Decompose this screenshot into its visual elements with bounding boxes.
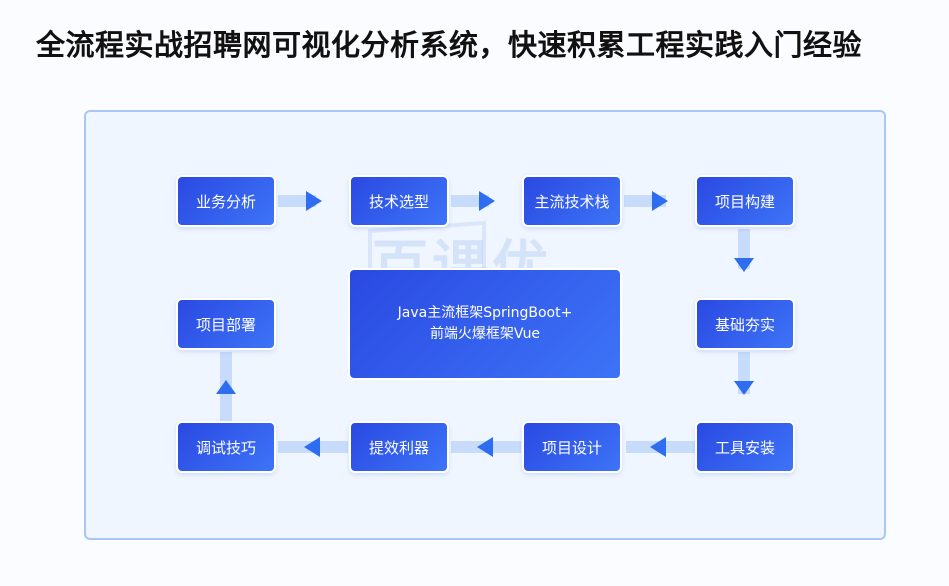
arrow-left-2 bbox=[451, 437, 521, 457]
center-line-2: 前端火爆框架Vue bbox=[429, 326, 541, 342]
arrow-right-1 bbox=[278, 191, 322, 211]
node-foundation: 基础夯实 bbox=[695, 298, 795, 350]
node-project-design: 项目设计 bbox=[522, 421, 622, 473]
arrow-up-1 bbox=[216, 352, 236, 422]
node-project-build: 项目构建 bbox=[695, 175, 795, 227]
arrow-down-1 bbox=[734, 229, 754, 272]
page-title: 全流程实战招聘网可视化分析系统，快速积累工程实践入门经验 bbox=[36, 28, 863, 62]
arrow-down-2 bbox=[734, 352, 754, 395]
center-line-1: Java主流框架SpringBoot+ bbox=[397, 305, 573, 321]
arrow-left-3 bbox=[278, 437, 348, 457]
node-tool-install: 工具安装 bbox=[695, 421, 795, 473]
arrow-left-1 bbox=[626, 437, 696, 457]
center-tech-box: Java主流框架SpringBoot+ 前端火爆框架Vue bbox=[348, 268, 622, 380]
arrow-right-3 bbox=[624, 191, 668, 211]
node-debug-skills: 调试技巧 bbox=[176, 421, 276, 473]
node-business-analysis: 业务分析 bbox=[176, 175, 276, 227]
arrow-right-2 bbox=[451, 191, 495, 211]
node-tech-selection: 技术选型 bbox=[349, 175, 449, 227]
node-project-deploy: 项目部署 bbox=[176, 298, 276, 350]
node-mainstream-stack: 主流技术栈 bbox=[522, 175, 622, 227]
node-efficiency-tools: 提效利器 bbox=[349, 421, 449, 473]
